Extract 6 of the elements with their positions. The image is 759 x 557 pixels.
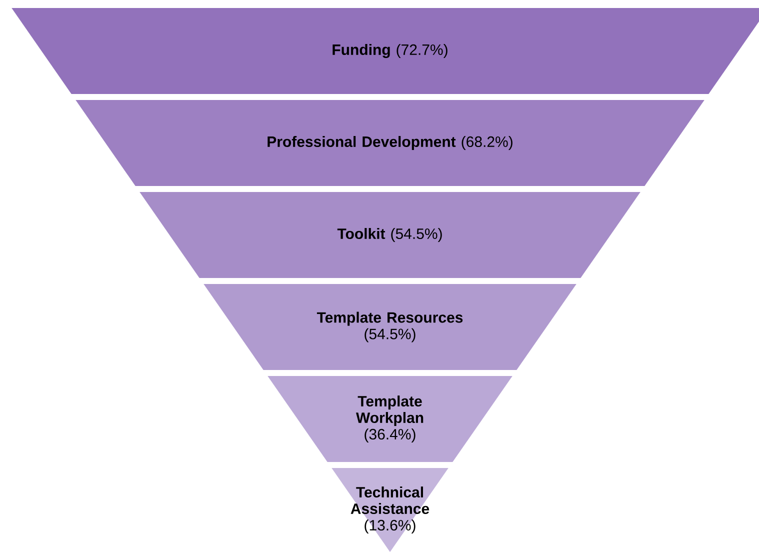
funnel-band: Technical Assistance (13.6%) <box>332 468 448 552</box>
funnel-band: Template Workplan (36.4%) <box>268 376 512 462</box>
funnel-band: Toolkit (54.5%) <box>140 192 640 278</box>
funnel-band: Template Resources (54.5%) <box>204 284 576 370</box>
funnel-band: Funding (72.7%) <box>12 8 759 94</box>
funnel-band: Professional Development (68.2%) <box>76 100 704 186</box>
